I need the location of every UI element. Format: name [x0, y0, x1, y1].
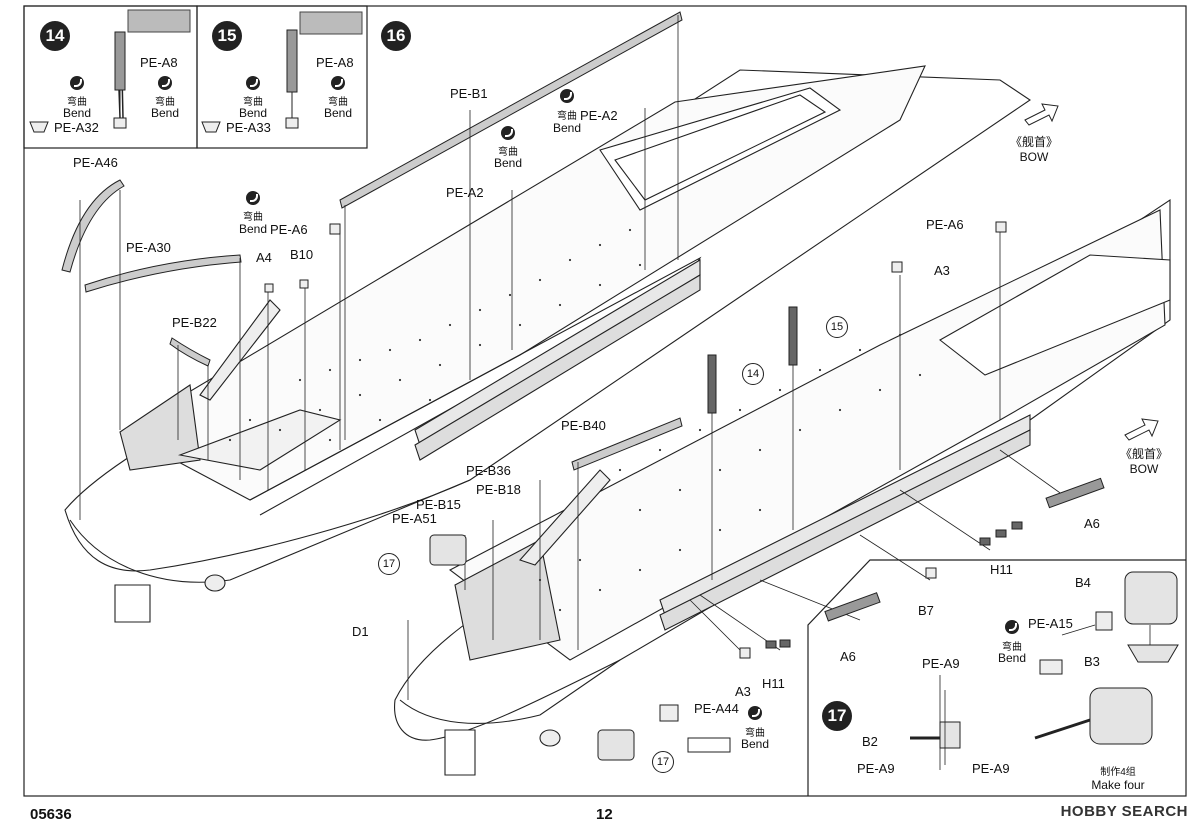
label-pe-a9: PE-A9: [972, 761, 1010, 776]
label-a6: A6: [1084, 516, 1100, 531]
label-d1: D1: [352, 624, 369, 639]
bend-cn: 弯曲: [243, 97, 263, 108]
bow-en: BOW: [1129, 462, 1159, 476]
bend-en: Bend: [238, 106, 268, 120]
label-pe-a15: PE-A15: [1028, 616, 1073, 631]
label-h11: H11: [762, 676, 785, 691]
bend-icon: [246, 191, 260, 205]
label-b3: B3: [1084, 654, 1100, 669]
label-pe-a51: PE-A51: [392, 511, 437, 526]
page-number: 12: [596, 806, 613, 823]
bend-icon: [70, 76, 84, 90]
label-pe-b1: PE-B1: [450, 86, 488, 101]
deck-dots-lower: [538, 333, 922, 612]
step17-box: [807, 559, 1186, 796]
label-pe-b18: PE-B18: [476, 482, 521, 497]
bend-cn: 弯曲: [745, 728, 765, 739]
bend-en: Bend: [493, 156, 523, 170]
label-b4: B4: [1075, 575, 1091, 590]
label-b10: B10: [290, 247, 314, 262]
bend-en: Bend: [238, 222, 268, 236]
label-a3: A3: [934, 263, 950, 278]
bend-en: Bend: [997, 651, 1027, 665]
bend-en: Bend: [552, 121, 582, 135]
small-parts: [264, 221, 1113, 753]
mast-14: [29, 9, 191, 133]
label-b7: B7: [918, 603, 934, 618]
leaders-upper: [79, 15, 679, 520]
label-pe-b40: PE-B40: [561, 418, 606, 433]
bend-icon: [158, 76, 172, 90]
make-four-en: Make four: [1091, 778, 1145, 792]
bend-en: Bend: [62, 106, 92, 120]
bend-icon: [246, 76, 260, 90]
bow-en: BOW: [1019, 150, 1049, 164]
bend-en: Bend: [150, 106, 180, 120]
bend-en: Bend: [323, 106, 353, 120]
bend-cn: 弯曲: [557, 111, 577, 122]
bend-icon: [501, 126, 515, 140]
ref-step-17: 17: [378, 553, 400, 575]
label-pe-a6: PE-A6: [926, 217, 964, 232]
bend-icon: [748, 706, 762, 720]
label-pe-a46: PE-A46: [73, 155, 118, 170]
leaders-17: [939, 624, 1151, 770]
bend-icon: [1005, 620, 1019, 634]
label-pe-a6: PE-A6: [270, 222, 308, 237]
deck-dots-upper: [228, 228, 642, 442]
label-pe-a2: PE-A2: [580, 108, 618, 123]
lower-hull: [394, 198, 1171, 776]
label-pe-a8: PE-A8: [140, 55, 178, 70]
label-pe-a9: PE-A9: [922, 656, 960, 671]
label-pe-a32: PE-A32: [54, 120, 99, 135]
step-17-number: 17: [822, 701, 852, 731]
label-pe-b22: PE-B22: [172, 315, 217, 330]
bow-cn: 《舰首》: [1120, 447, 1169, 461]
label-h11: H11: [990, 562, 1013, 577]
label-pe-a9: PE-A9: [857, 761, 895, 776]
label-pe-a2: PE-A2: [446, 185, 484, 200]
bow-indicator: 《舰首》 BOW: [1120, 445, 1168, 476]
bow-indicator: 《舰首》 BOW: [1010, 133, 1058, 164]
bend-icon: [331, 76, 345, 90]
label-pe-b36: PE-B36: [466, 463, 511, 478]
page-frame: [23, 5, 1187, 797]
product-code: 05636: [30, 806, 72, 823]
bend-cn: 弯曲: [1002, 642, 1022, 653]
ref-step-14: 14: [742, 363, 764, 385]
bow-arrows: [1024, 103, 1159, 441]
ref-step-15: 15: [826, 316, 848, 338]
bend-cn: 弯曲: [328, 97, 348, 108]
bend-cn: 弯曲: [243, 212, 263, 223]
bend-icon: [560, 89, 574, 103]
label-pe-a8: PE-A8: [316, 55, 354, 70]
label-a6: A6: [840, 649, 856, 664]
label-a3: A3: [735, 684, 751, 699]
mast-15: [201, 11, 363, 133]
lower-masts: [707, 306, 798, 414]
label-pe-a30: PE-A30: [126, 240, 171, 255]
make-four-note: 制作4组 Make four: [1088, 763, 1148, 792]
step-16-number: 16: [381, 21, 411, 51]
upper-hull: [64, 65, 1031, 623]
label-a4: A4: [256, 250, 272, 265]
step15-box: [196, 5, 368, 149]
bend-cn: 弯曲: [67, 97, 87, 108]
step-14-number: 14: [40, 21, 70, 51]
label-b2: B2: [862, 734, 878, 749]
ref-step-17: 17: [652, 751, 674, 773]
label-pe-a44: PE-A44: [694, 701, 739, 716]
bow-cn: 《舰首》: [1010, 135, 1059, 149]
watermark: HOBBY SEARCH: [1060, 803, 1188, 820]
make-four-cn: 制作4组: [1100, 767, 1136, 778]
bend-cn: 弯曲: [155, 97, 175, 108]
bend-cn: 弯曲: [498, 147, 518, 158]
bend-en: Bend: [740, 737, 770, 751]
step-15-number: 15: [212, 21, 242, 51]
label-pe-a33: PE-A33: [226, 120, 271, 135]
label-pe-b15: PE-B15: [416, 497, 461, 512]
